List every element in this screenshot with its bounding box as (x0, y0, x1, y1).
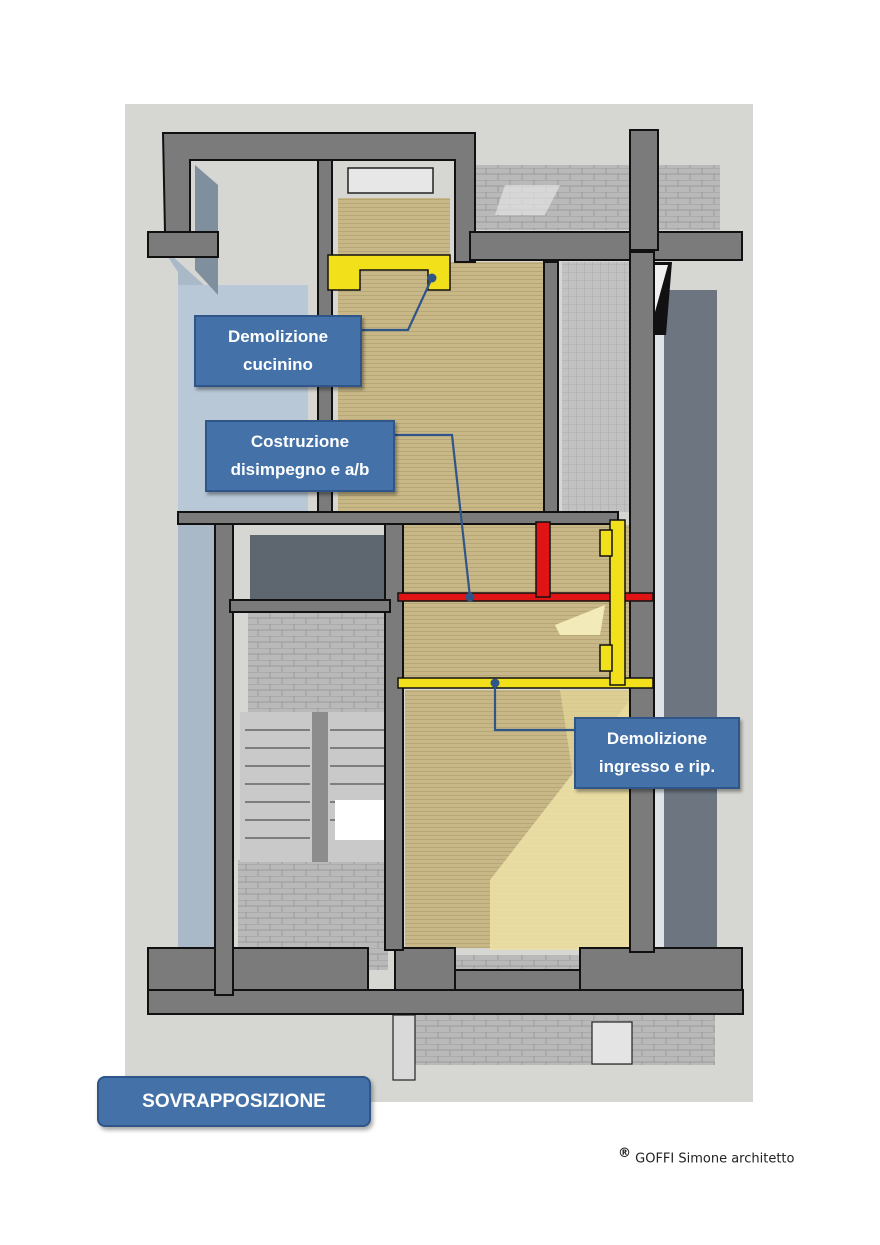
stair-stringer (312, 712, 328, 862)
title-badge: SOVRAPPOSIZIONE (97, 1076, 371, 1127)
leader-lines (362, 277, 574, 732)
callout-costruzione-disimpegno-text: Costruzione disimpegno e a/b (230, 432, 370, 479)
callout-demolizione-ingresso-text: Demolizione ingresso e rip. (598, 729, 716, 776)
bottom-brick-wall (410, 1015, 715, 1065)
credit-text: GOFFI Simone architetto (635, 1151, 795, 1167)
callout-demolizione-ingresso: Demolizione ingresso e rip. (574, 717, 740, 789)
callout-demolizione-cucinino-text: Demolizione cucinino (227, 327, 329, 374)
new-construction-walls (397, 521, 654, 602)
registered-mark: ® (618, 1146, 631, 1161)
right-exterior-wall (662, 290, 717, 950)
corridor-light (555, 605, 605, 635)
section-walls (147, 129, 744, 1015)
stair-brick (248, 612, 388, 712)
title-text: SOVRAPPOSIZIONE (142, 1090, 326, 1112)
leader-dots (427, 273, 500, 688)
kitchen-floor (338, 198, 450, 258)
callout-costruzione-disimpegno: Costruzione disimpegno e a/b (205, 420, 395, 492)
bathroom-tiles (562, 262, 630, 512)
stair-void (335, 800, 385, 840)
bottom-window-left (392, 1014, 416, 1081)
stair-top-dark (250, 535, 385, 600)
callout-demolizione-cucinino: Demolizione cucinino (194, 315, 362, 387)
kitchen-window-sill (347, 167, 434, 194)
demolition-walls (327, 254, 654, 689)
corridor-floor (400, 525, 630, 685)
top-brick-light (495, 185, 560, 215)
left-wall-shadow (195, 165, 218, 295)
credit-line: ® GOFFI Simone architetto (618, 1146, 795, 1166)
bottom-window-right (591, 1021, 633, 1065)
